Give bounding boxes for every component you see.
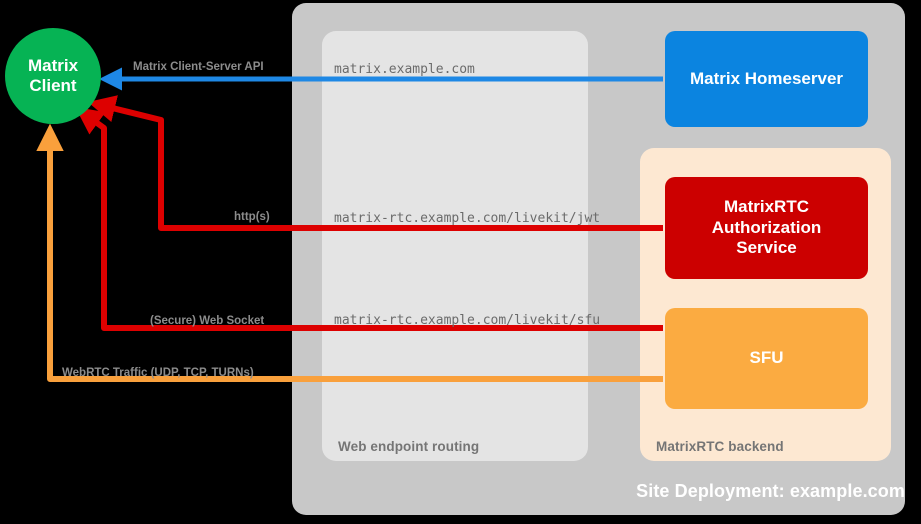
site-deployment-label: Site Deployment: example.com [636, 481, 905, 501]
edge-webrtc [36, 123, 663, 382]
sfu-node[interactable]: SFU [665, 308, 868, 409]
matrix-homeserver-node[interactable]: Matrix Homeserver [665, 31, 868, 127]
edge-https [87, 95, 663, 231]
sfu-label: SFU [749, 348, 784, 368]
matrix-client-label-line2: Client [29, 76, 77, 95]
matrixrtc-authorization-service-label: MatrixRTC Authorization Service [712, 197, 822, 258]
endpoint-url-sfu: matrix-rtc.example.com/livekit/sfu [334, 313, 601, 328]
matrixrtc-backend-label: MatrixRTC backend [656, 439, 784, 454]
matrix-client-label: Matrix Client [28, 56, 78, 96]
auth-label-line3: Service [736, 238, 797, 258]
auth-label-line2: Authorization [711, 217, 822, 237]
connection-label-https: http(s) [234, 211, 270, 223]
edge-websocket [75, 107, 663, 331]
connection-label-websocket: (Secure) Web Socket [150, 315, 265, 327]
endpoint-url-homeserver: matrix.example.com [334, 62, 475, 77]
web-endpoint-routing-label: Web endpoint routing [338, 439, 480, 454]
matrix-homeserver-label: Matrix Homeserver [689, 68, 844, 88]
matrixrtc-authorization-service-node[interactable]: MatrixRTC Authorization Service [665, 177, 868, 279]
matrix-client-label-line1: Matrix [27, 55, 79, 75]
connection-label-webrtc: WebRTC Traffic (UDP, TCP, TURNs) [62, 367, 254, 379]
matrix-client-node[interactable]: Matrix Client [5, 28, 101, 124]
web-endpoint-routing-container [322, 31, 588, 461]
endpoint-url-jwt: matrix-rtc.example.com/livekit/jwt [334, 211, 601, 226]
auth-label-line1: MatrixRTC [723, 197, 809, 217]
connection-label-client-server-api: Matrix Client-Server API [133, 61, 264, 73]
